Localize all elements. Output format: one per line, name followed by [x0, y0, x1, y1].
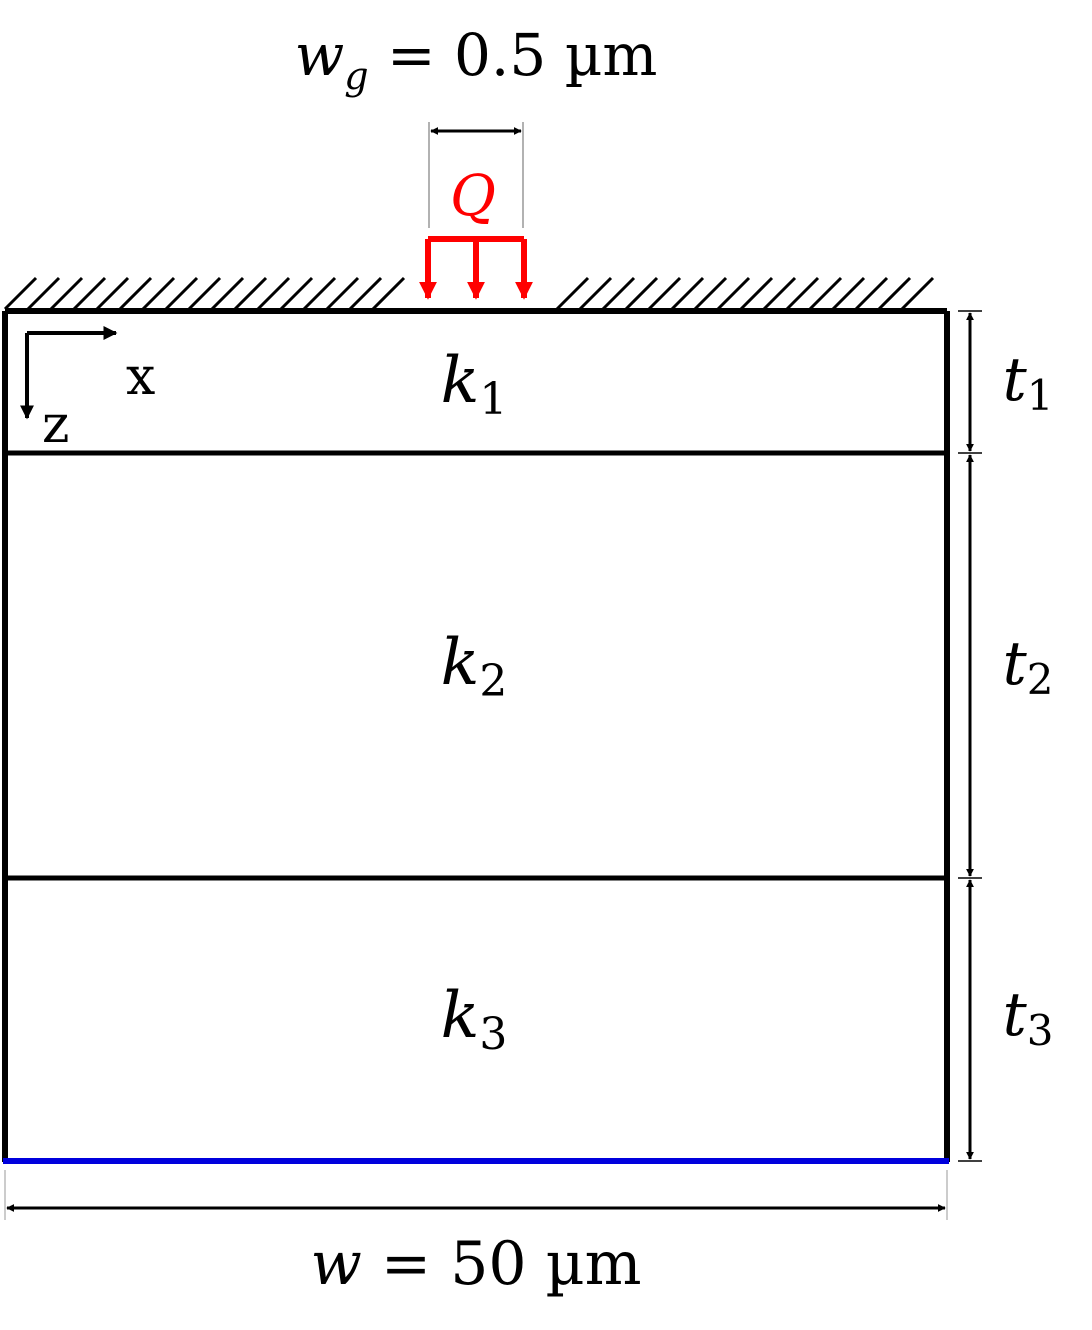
thickness-2-label: t2	[1003, 629, 1054, 704]
hatch-stroke	[49, 276, 84, 311]
hatch-stroke	[210, 276, 245, 311]
hatch-stroke	[72, 276, 107, 311]
hatched-boundary-icon	[3, 276, 935, 311]
layer-1-label: k1	[441, 344, 508, 425]
hatch-stroke	[164, 276, 199, 311]
hatch-stroke	[26, 276, 61, 311]
hatch-stroke	[762, 276, 797, 311]
gate-width-label: wg = 0.5 µm	[295, 21, 658, 98]
hatch-stroke	[624, 276, 659, 311]
total-width-dimension	[4, 1170, 948, 1220]
hatch-stroke	[854, 276, 889, 311]
thickness-3-label: t3	[1003, 980, 1054, 1055]
heat-flux-arrows-icon	[419, 236, 533, 300]
total-width-label: w = 50 µm	[310, 1229, 641, 1299]
hatch-stroke	[371, 276, 406, 311]
hatch-stroke	[256, 276, 291, 311]
hatch-stroke	[302, 276, 337, 311]
layer-stack	[2, 308, 950, 1164]
hatch-stroke	[279, 276, 314, 311]
hatch-stroke	[233, 276, 268, 311]
hatch-stroke	[785, 276, 820, 311]
coordinate-axes-icon: x z	[20, 326, 155, 455]
hatch-stroke	[348, 276, 383, 311]
hatch-stroke	[601, 276, 636, 311]
hatch-stroke	[3, 276, 38, 311]
hatch-stroke	[141, 276, 176, 311]
hatch-stroke	[647, 276, 682, 311]
axis-z-label: z	[42, 395, 69, 455]
hatch-stroke	[693, 276, 728, 311]
hatch-stroke	[831, 276, 866, 311]
hatch-stroke	[716, 276, 751, 311]
hatch-stroke	[739, 276, 774, 311]
layer-2-label: k2	[441, 626, 508, 707]
layer-3-label: k3	[441, 979, 508, 1060]
gate-width-dimension	[428, 122, 524, 228]
hatch-stroke	[670, 276, 705, 311]
hatch-stroke	[187, 276, 222, 311]
hatch-stroke	[900, 276, 935, 311]
thickness-dimensions	[958, 310, 982, 1162]
hatch-stroke	[555, 276, 590, 311]
axis-x-label: x	[126, 347, 155, 407]
hatch-stroke	[95, 276, 130, 311]
hatch-stroke	[325, 276, 360, 311]
thickness-1-label: t1	[1003, 345, 1054, 420]
hatch-stroke	[118, 276, 153, 311]
hatch-stroke	[808, 276, 843, 311]
hatch-stroke	[877, 276, 912, 311]
hatch-stroke	[578, 276, 613, 311]
heat-source-label: Q	[450, 164, 496, 229]
